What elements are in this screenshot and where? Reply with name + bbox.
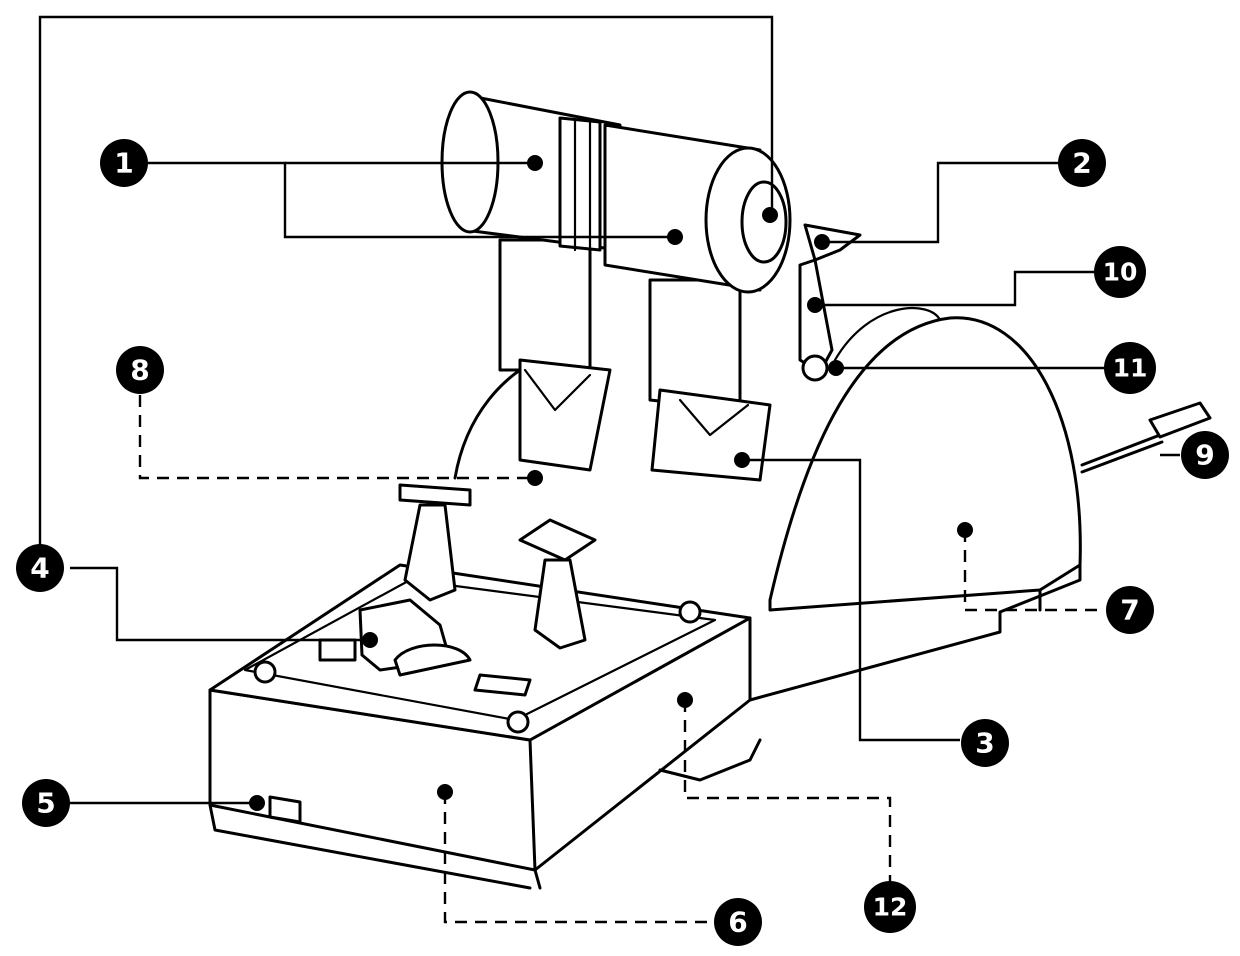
callout-11: 11 [1104,342,1156,394]
callout-6: 6 [714,898,762,946]
base-unit [208,563,762,890]
callout-12: 12 [864,881,916,933]
callout-2: 2 [1058,139,1106,187]
callout-3-label: 3 [975,727,994,760]
leader-dots [249,155,973,811]
callout-9-label: 9 [1195,439,1214,472]
callout-5-label: 5 [36,787,55,820]
callout-6-label: 6 [728,906,747,939]
leader-lines [38,15,1180,924]
toggle-switch [318,598,472,677]
callout-4-label: 4 [30,552,49,585]
callout-1: 1 [100,139,148,187]
callout-3: 3 [961,719,1009,767]
callout-7-label: 7 [1120,594,1139,627]
usb-cable [1080,401,1212,474]
throttle-handle [440,90,792,294]
callout-7: 7 [1106,586,1154,634]
callout-12-label: 12 [873,893,908,922]
callout-2-label: 2 [1072,147,1091,180]
mini-stick-left [398,483,472,602]
callout-4: 4 [16,544,64,592]
callout-10: 10 [1094,246,1146,298]
callout-10-label: 10 [1103,258,1138,287]
throttle-stem-left [498,238,612,472]
callout-9: 9 [1181,431,1229,479]
callout-11-label: 11 [1113,354,1148,383]
callout-5: 5 [22,779,70,827]
throttle-stem-right [648,278,772,482]
callout-1-label: 1 [114,147,133,180]
callout-8-label: 8 [130,354,149,387]
side-housing [748,306,1082,702]
callout-8: 8 [116,346,164,394]
mini-stick-right [518,518,597,650]
